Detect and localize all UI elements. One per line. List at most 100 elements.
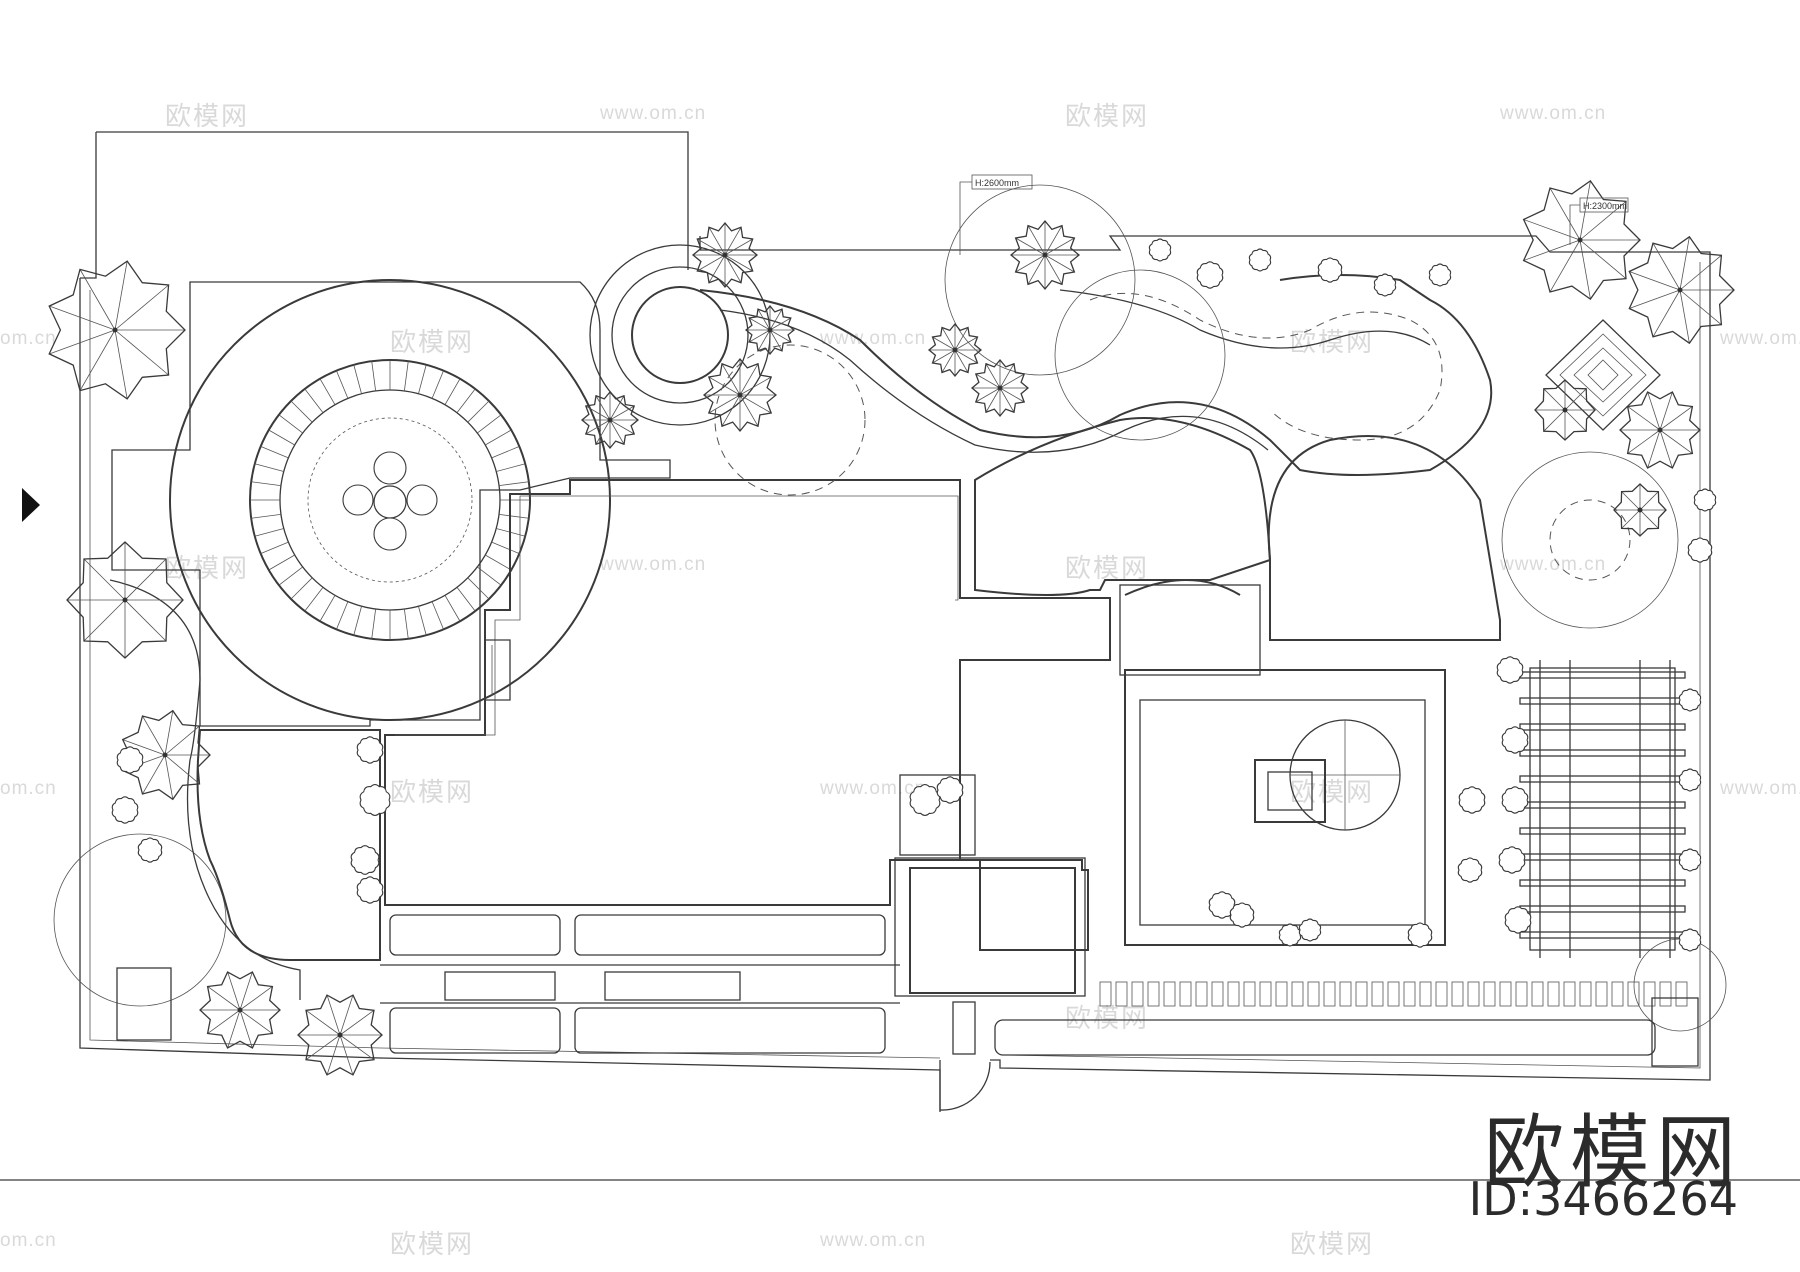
- watermark-url: www.om.cn: [1720, 328, 1800, 349]
- tree-icon: [702, 357, 778, 433]
- shrub-icon: [1298, 918, 1322, 942]
- canopy-circle: [1633, 938, 1727, 1032]
- stream-edge-outer: [699, 274, 1493, 476]
- canopy-circle: [944, 184, 1136, 376]
- circular-ring-inner: [279, 389, 501, 611]
- shrub-icon: [356, 736, 384, 764]
- shrub-icon: [1229, 902, 1255, 928]
- stone-circle-paving: [631, 286, 729, 384]
- watermark-brand: 欧模网: [390, 777, 475, 807]
- tree-icon: [744, 304, 796, 356]
- outdoor-table: [1254, 759, 1326, 823]
- watermark-brand: 欧模网: [1290, 327, 1375, 357]
- watermark-brand: 欧模网: [1290, 1229, 1375, 1259]
- watermark-brand: 欧模网: [1065, 553, 1150, 583]
- canopy-circle: [1501, 451, 1679, 629]
- shrub-icon: [116, 746, 144, 774]
- watermark-url: www.om.cn: [1500, 103, 1607, 124]
- upper-paving-lobe: [974, 417, 1272, 596]
- corner-paver-right: [1651, 997, 1699, 1067]
- tree-icon: [1009, 219, 1081, 291]
- shrub-icon: [1248, 248, 1272, 272]
- brand-logo: 欧模网: [1484, 1106, 1742, 1199]
- tree-icon: [1522, 179, 1641, 301]
- square-paving-border: [894, 857, 1086, 997]
- shrub-icon: [111, 796, 139, 824]
- stone-entry-paving: [1119, 584, 1261, 676]
- watermark-url: om.cn: [0, 1230, 57, 1251]
- watermark-url: www.om.cn: [600, 103, 707, 124]
- wood-deck: [1124, 669, 1446, 946]
- shrub-icon: [359, 784, 391, 816]
- edge-block-row: [1099, 981, 1688, 1007]
- canopy-circle: [1054, 269, 1226, 441]
- shrub-icon: [1693, 488, 1717, 512]
- watermark-url: www.om.cn: [1500, 554, 1607, 575]
- tree-icon: [1613, 483, 1667, 537]
- tree-symbols: [48, 179, 1735, 1076]
- shrub-icon: [1317, 257, 1343, 283]
- stream-edge-inner: [719, 309, 1269, 453]
- shrub-icon: [1498, 846, 1526, 874]
- shrub-icon: [1678, 928, 1702, 952]
- fountain-dashed: [1549, 499, 1631, 581]
- watermark-brand: 欧模网: [165, 101, 250, 131]
- house-wall-inner: [395, 495, 959, 736]
- tree-icon: [48, 260, 186, 400]
- tree-icon: [970, 358, 1030, 418]
- watermark-brand: 欧模网: [1290, 777, 1375, 807]
- watermark-url: www.om.cn: [600, 554, 707, 575]
- tree-icon: [199, 971, 281, 1049]
- model-id-label: ID:3466264: [1468, 1172, 1738, 1226]
- watermark-brand: 欧模网: [390, 1229, 475, 1259]
- right-paving-lobe: [1267, 435, 1501, 641]
- shrub-icon: [1501, 786, 1529, 814]
- shrub-icon: [1496, 656, 1524, 684]
- table-top: [1267, 771, 1313, 811]
- shrub-icon: [137, 837, 163, 863]
- watermark-url: www.om.cn: [820, 778, 927, 799]
- shrub-icon: [936, 776, 964, 804]
- square-paving: [909, 867, 1076, 994]
- shrub-icon: [1458, 786, 1486, 814]
- shrub-icon: [1196, 261, 1224, 289]
- shrub-icon: [1457, 857, 1483, 883]
- tree-icon: [691, 221, 759, 289]
- tree-icon: [1619, 391, 1701, 469]
- circular-paving: [169, 279, 611, 721]
- entry-arch: [1124, 579, 1241, 596]
- fountain-edge: [307, 417, 473, 583]
- shrub-icon: [1373, 273, 1397, 297]
- pergola-structure: [1519, 660, 1686, 958]
- tree-icon: [1628, 235, 1735, 345]
- watermark-url: www.om.cn: [1720, 778, 1800, 799]
- fountain-shrubs: [342, 451, 438, 551]
- tree-icon: [66, 541, 184, 659]
- svg-text:H:2600mm: H:2600mm: [975, 178, 1019, 188]
- svg-text:H:2300mm: H:2300mm: [1583, 201, 1627, 211]
- watermark-url: www.om.cn: [820, 328, 927, 349]
- watermark-url: om.cn: [0, 328, 57, 349]
- tree-icon: [580, 390, 640, 450]
- deck-inner: [1139, 699, 1426, 926]
- shrub-icon: [1687, 537, 1713, 563]
- round-terrace-mid: [611, 266, 749, 404]
- shrub-icon: [1428, 263, 1452, 287]
- shrub-icon: [1501, 726, 1529, 754]
- side-entrance-door: [485, 639, 511, 701]
- diamond-feature: [1545, 319, 1661, 431]
- house-footprint: [384, 479, 1111, 951]
- dimension-callout-upper: H:2600mm: [959, 174, 1033, 255]
- shrub-icon: [909, 784, 941, 816]
- shrub-symbols: [111, 238, 1717, 952]
- small-planter: [899, 774, 976, 856]
- lower-planter-rows: [380, 914, 1656, 1056]
- canopy-circle: [714, 344, 866, 496]
- bottom-gate: [939, 1001, 991, 1111]
- tree-icon: [1534, 379, 1596, 441]
- building-outline: [96, 131, 689, 270]
- circular-ring-segments: [250, 360, 530, 640]
- dimension-callout-right: H:2300mm: [1569, 197, 1629, 245]
- gravel-plaza: [111, 281, 671, 727]
- shrub-icon: [350, 845, 380, 875]
